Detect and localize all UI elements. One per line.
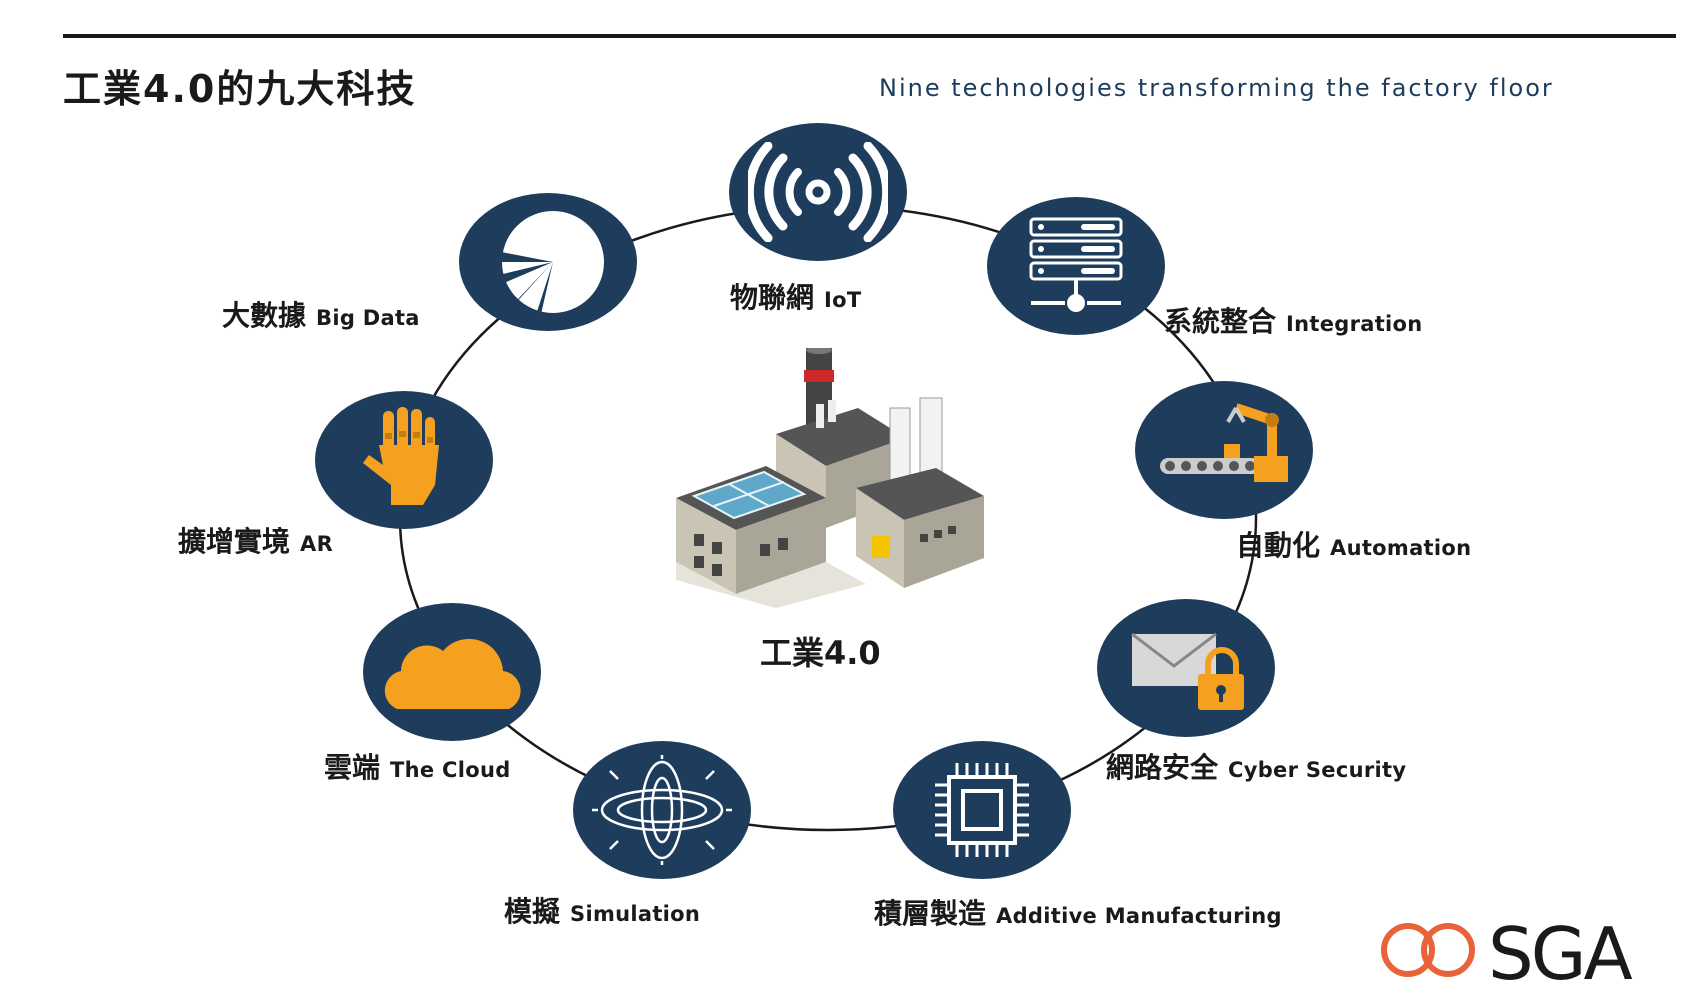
sensor-glove-icon xyxy=(363,407,439,505)
label-ar: 擴增實境 AR xyxy=(178,525,334,558)
factory-icon xyxy=(676,348,984,608)
node-integration xyxy=(988,198,1164,334)
pie-chart-icon xyxy=(491,209,606,318)
label-cyber-security: 網路安全 Cyber Security xyxy=(1106,751,1407,784)
wireless-signal-icon xyxy=(748,142,888,242)
globe-orbit-icon xyxy=(592,755,732,865)
node-automation xyxy=(1136,382,1312,518)
sga-logo-rings xyxy=(1381,923,1475,977)
node-iot xyxy=(730,124,906,260)
node-cyber-security xyxy=(1098,600,1274,736)
page-title: 工業4.0的九大科技 xyxy=(63,67,417,111)
node-the-cloud xyxy=(364,604,540,740)
cloud-icon xyxy=(384,638,521,709)
label-automation: 自動化 Automation xyxy=(1236,529,1472,562)
center-label: 工業4.0 xyxy=(760,634,881,672)
robot-arm-conveyor-icon xyxy=(1160,403,1288,482)
server-rack-icon xyxy=(1029,217,1123,312)
label-big-data: 大數據 Big Data xyxy=(222,299,420,332)
node-simulation xyxy=(574,742,750,878)
node-additive-manufacturing xyxy=(894,742,1070,878)
node-ar xyxy=(316,392,492,528)
label-simulation: 模擬 Simulation xyxy=(504,895,701,928)
locked-envelope-icon xyxy=(1131,632,1244,710)
label-additive-manufacturing: 積層製造 Additive Manufacturing xyxy=(874,897,1282,930)
label-iot: 物聯網 IoT xyxy=(730,281,862,314)
microchip-icon xyxy=(935,763,1029,857)
label-integration: 系統整合 Integration xyxy=(1164,305,1423,338)
node-big-data xyxy=(460,194,636,330)
label-the-cloud: 雲端 The Cloud xyxy=(324,751,511,784)
sga-logo-text: SGA xyxy=(1488,912,1633,996)
page-subtitle: Nine technologies transforming the facto… xyxy=(879,74,1554,102)
top-rule xyxy=(63,34,1676,38)
